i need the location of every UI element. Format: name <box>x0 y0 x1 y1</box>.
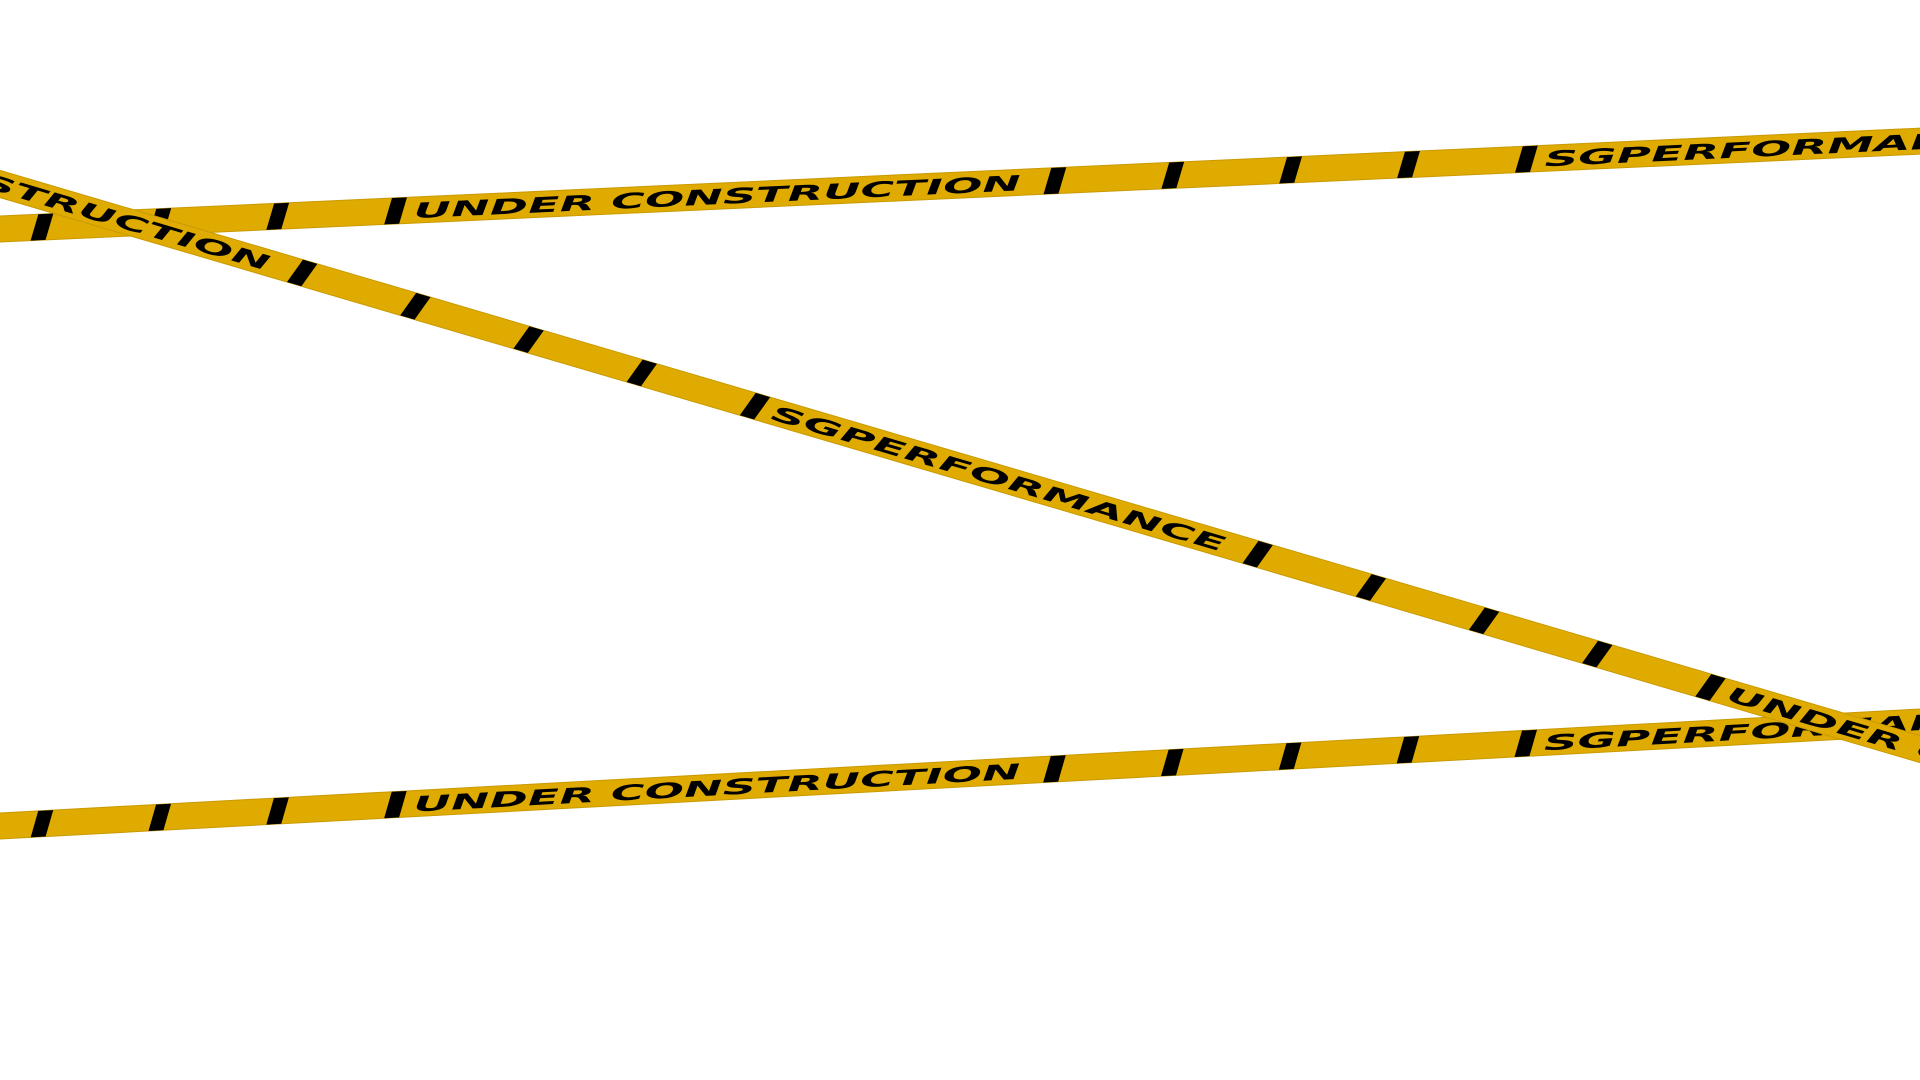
tape-stripe <box>384 790 407 819</box>
tape-stripe <box>384 197 407 225</box>
tape-stripe <box>1161 161 1185 189</box>
tape-stripe <box>1043 755 1066 783</box>
tape-stripe <box>513 326 544 353</box>
tape-stripe <box>1279 156 1303 184</box>
tape-stripe <box>287 259 318 287</box>
tape-stripe <box>1468 607 1500 635</box>
tape-stripe <box>1242 540 1273 568</box>
tape-label: SGPERFORMANCE <box>769 401 1230 558</box>
tape-stripe <box>1515 145 1538 173</box>
tape-stripe <box>1355 574 1387 601</box>
tape-stripe <box>1278 742 1302 770</box>
tape-stripe <box>1695 674 1726 701</box>
tape-band <box>0 69 1920 280</box>
tape-stripe <box>266 202 290 230</box>
tape-stripe <box>1043 167 1067 195</box>
tape-label: UNDER CONSTRUCTION <box>0 81 274 276</box>
tape-stripe <box>1514 729 1538 757</box>
tape-stripe <box>400 292 431 320</box>
tape-stripe <box>1582 640 1613 668</box>
tape-label: UNDER CONSTRUCTION <box>413 760 1022 817</box>
tape-stripe <box>266 797 289 825</box>
tape-stripe <box>1161 748 1184 777</box>
tape-stripe <box>148 803 172 831</box>
tape-stripe <box>739 392 771 420</box>
tape-band <box>0 639 1920 883</box>
tape-stripe <box>1396 736 1420 764</box>
tape-label: SGPERFORMANCE <box>1544 126 1920 172</box>
tape-label: UNDER CONSTRUCTION <box>413 171 1022 223</box>
tape-stripe <box>30 213 54 241</box>
tape-stripe <box>30 810 54 838</box>
tape-stripe <box>626 359 657 387</box>
tape-stripe <box>1397 151 1420 179</box>
